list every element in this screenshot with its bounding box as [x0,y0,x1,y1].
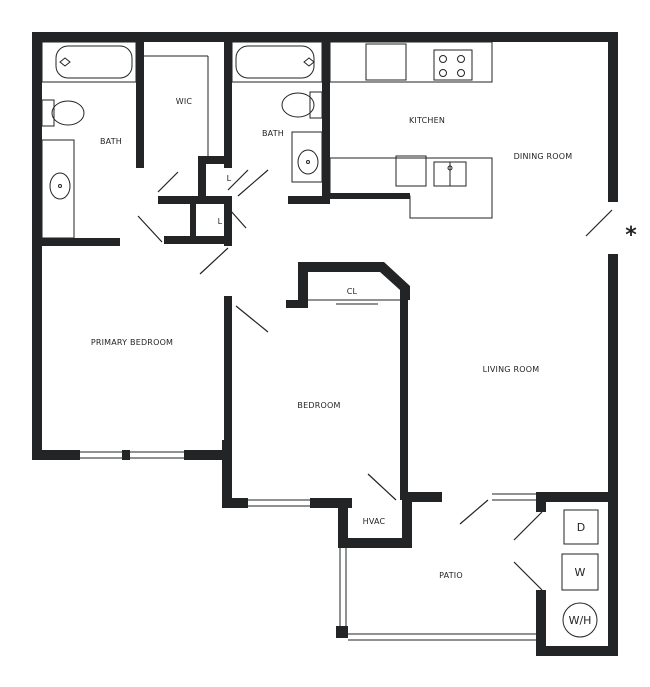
label-bath-second: BATH [262,129,284,138]
water-heater [562,602,598,638]
dryer [563,509,599,545]
label-linen-2: L [218,217,223,226]
bath-fixtures [41,41,323,239]
label-dryer: D [577,521,585,534]
washer [561,553,599,591]
room-labels: BATH WIC BATH KITCHEN DINING ROOM PRIMAR… [91,97,637,627]
label-linen-1: L [227,174,232,183]
label-living-room: LIVING ROOM [483,365,540,374]
label-bedroom: BEDROOM [297,401,340,410]
label-water-heater: W/H [569,614,592,627]
laundry-appliances [561,509,599,638]
label-wic: WIC [176,97,193,106]
label-dining-room: DINING ROOM [514,152,573,161]
exterior-walls [32,32,618,656]
kitchen-counters [329,41,493,219]
windows [80,299,536,641]
label-hvac: HVAC [363,517,386,526]
interior-walls [42,42,410,500]
entry-marker-icon: * [625,223,637,248]
label-primary-bedroom: PRIMARY BEDROOM [91,338,173,347]
label-patio: PATIO [439,571,463,580]
label-closet: CL [347,287,358,296]
label-washer: W [575,566,586,579]
doors [137,169,613,591]
label-bath-primary: BATH [100,137,122,146]
label-kitchen: KITCHEN [409,116,445,125]
